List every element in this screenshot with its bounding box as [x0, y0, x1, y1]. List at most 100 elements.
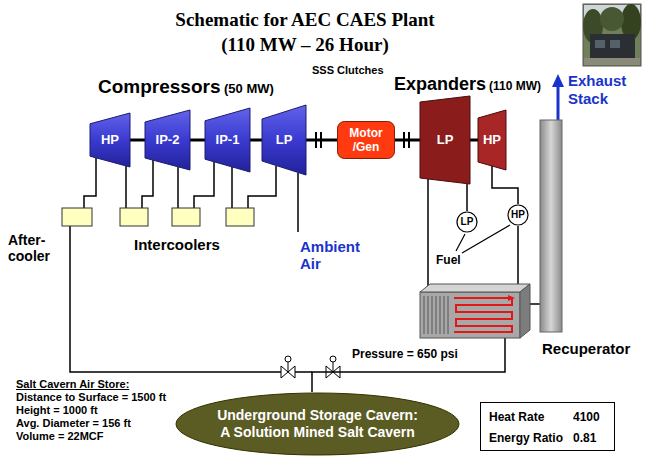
- storage-cavern: Underground Storage Cavern: A Solution M…: [175, 392, 460, 456]
- air-pipe: [84, 158, 96, 208]
- recuperator-fin: [444, 296, 445, 334]
- recuperator: Recuperator: [420, 284, 530, 338]
- photo-building: [590, 34, 635, 58]
- table-cell: 4100: [571, 406, 608, 427]
- air-pipe: [177, 167, 179, 208]
- photo-ground: [584, 58, 640, 65]
- gas-pipe: [517, 226, 519, 284]
- exhaust-stack-outline: [540, 120, 562, 332]
- lp-compressor-text: LP: [276, 132, 293, 148]
- recuperator-fin: [436, 296, 437, 334]
- combustor-shape: [457, 212, 477, 232]
- gas-pipe: [530, 303, 540, 305]
- cavern-shape: [176, 393, 459, 455]
- lp-compressor: LP: [262, 105, 306, 175]
- power-rating: (50 MW): [224, 82, 274, 97]
- exhaust-arrow-head: [552, 74, 564, 87]
- air-pipe: [142, 160, 153, 208]
- photo-tree: [600, 7, 624, 31]
- hp-compressor: HP: [90, 113, 130, 167]
- hp-combustor: HP: [507, 204, 529, 226]
- air-pipe: [248, 166, 276, 208]
- aftercooler-box: [62, 208, 92, 226]
- fuel-label: Fuel: [436, 254, 461, 268]
- gas-pipe: [466, 184, 468, 211]
- table-text: 0.81: [573, 431, 596, 445]
- drive-shaft: [250, 139, 262, 142]
- compressor-shape: [205, 108, 250, 172]
- section-heading: Expanders: [394, 74, 486, 95]
- ip2-compressor-text: IP-2: [156, 132, 180, 148]
- exhaust-arrow: [552, 74, 564, 120]
- compressor-piping: [70, 158, 312, 372]
- hp-compressor-text: HP: [101, 132, 119, 148]
- recuperator-outline: [420, 284, 530, 338]
- exhaust-stack: Exhaust Stack: [540, 120, 562, 332]
- compressor-shape: [90, 113, 130, 167]
- hp-expander: HP: [478, 110, 506, 170]
- drive-shaft: [395, 139, 420, 142]
- table-text: 4100: [573, 410, 600, 424]
- drive-shaft: [306, 139, 337, 142]
- gas-pipe: [427, 179, 429, 286]
- recuperator-top: [420, 284, 530, 292]
- performance-grid: Heat Rate 4100Energy Ratio 0.81: [487, 406, 608, 447]
- air-pipe: [194, 162, 214, 208]
- recuperator-fin: [448, 296, 449, 334]
- table-text: Heat Rate: [489, 410, 544, 424]
- recuperator-front: [420, 292, 520, 338]
- valve-handle: [330, 356, 336, 362]
- hp-combustor-text: HP: [511, 209, 525, 221]
- store-spec: Avg. Diameter = 156 ft: [16, 417, 131, 430]
- table-row: Heat Rate 4100: [487, 406, 608, 427]
- expander-shape: [478, 110, 506, 170]
- inlet-label: Ambient Air: [300, 238, 368, 273]
- intercooler-box: [172, 208, 200, 226]
- valve-handle: [285, 356, 291, 362]
- motor-generator-text: Motor /Gen: [343, 126, 389, 155]
- store-spec: Distance to Surface = 1500 ft: [16, 391, 166, 404]
- coolers: [62, 208, 254, 226]
- drive-shaft: [130, 139, 145, 142]
- recuperator-fin: [424, 296, 425, 334]
- section-heading: Compressors: [98, 76, 221, 98]
- intercooler-box: [120, 208, 148, 226]
- photo-frame: [583, 4, 641, 66]
- storage-cavern-text: Underground Storage Cavern: A Solution M…: [214, 407, 421, 441]
- ip1-compressor: IP-1: [205, 108, 250, 172]
- stack-shape: [540, 120, 562, 332]
- table-row: Energy Ratio 0.81: [487, 427, 608, 448]
- power-rating: (110 MW): [489, 80, 541, 94]
- table-cell: 0.81: [571, 427, 608, 448]
- table-text: Energy Ratio: [489, 431, 563, 445]
- lp-combustor-text: LP: [461, 216, 474, 228]
- lp-expander-text: LP: [437, 132, 454, 148]
- expander-shape: [420, 96, 470, 184]
- ip1-compressor-text: IP-1: [216, 132, 240, 148]
- intercooler-box: [226, 208, 254, 226]
- performance-table: Heat Rate 4100Energy Ratio 0.81: [480, 402, 615, 451]
- compressor-shape: [262, 105, 306, 175]
- air-inlet-pipe: [297, 173, 299, 232]
- storage-pipe: [70, 226, 312, 372]
- gas-pipe: [492, 166, 518, 204]
- recuperator-side: [520, 284, 530, 338]
- motor-shape: [338, 122, 395, 159]
- recuperator-fin: [432, 296, 433, 334]
- coil-arrow: [508, 295, 515, 301]
- photo-window: [610, 40, 620, 48]
- site-photo: [583, 4, 641, 66]
- lp-combustor: LP: [456, 211, 478, 233]
- valve-stem: [333, 362, 334, 372]
- air-pipe: [125, 166, 127, 208]
- cooler-label: Intercoolers: [134, 236, 220, 253]
- gas-pipe: [312, 338, 505, 392]
- exhaust-stack-text: Exhaust Stack: [568, 72, 634, 108]
- photo-window: [595, 40, 605, 48]
- motor-generator: Motor /Gen: [337, 121, 395, 159]
- recuperator-text: Recuperator: [542, 340, 630, 358]
- recuperator-fin: [440, 296, 441, 334]
- ip2-compressor: IP-2: [145, 110, 190, 170]
- air-pipe: [231, 167, 233, 208]
